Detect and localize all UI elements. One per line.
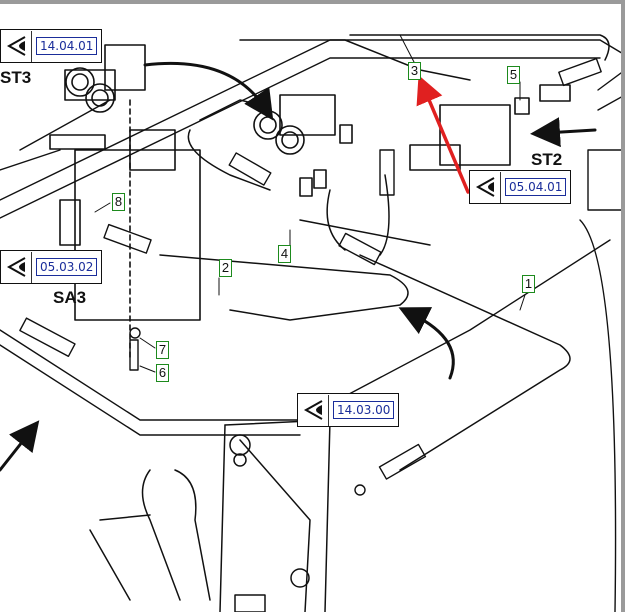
eye-view-icon [470, 171, 501, 203]
item-8[interactable]: 8 [112, 193, 125, 211]
callout-ref-14-04-01: 14.04.01 [36, 37, 98, 55]
label-st2: ST2 [531, 150, 563, 169]
eye-view-icon [298, 394, 329, 426]
item-4[interactable]: 4 [278, 245, 291, 263]
item-5[interactable]: 5 [507, 66, 520, 84]
callout-ref-05-04-01: 05.04.01 [505, 178, 567, 196]
callout-14-03-00[interactable]: 14.03.00 [297, 393, 400, 427]
leader-lines [94, 34, 526, 373]
item-1[interactable]: 1 [522, 275, 535, 293]
right-border [621, 0, 625, 612]
label-st3: ST3 [0, 68, 32, 87]
hose-fittings [19, 57, 602, 496]
item-6[interactable]: 6 [156, 364, 169, 382]
callout-14-04-01[interactable]: 14.04.01 [0, 29, 103, 63]
top-border [0, 0, 625, 4]
item-3[interactable]: 3 [408, 62, 421, 80]
valve-block-center [253, 94, 353, 197]
red-pointer-arrow [416, 75, 470, 194]
item-2[interactable]: 2 [219, 259, 232, 277]
valve-block-st2 [409, 84, 571, 171]
flow-arrows [0, 61, 597, 472]
callout-05-04-01[interactable]: 05.04.01 [469, 170, 572, 204]
callout-05-03-02[interactable]: 05.03.02 [0, 250, 103, 284]
eye-view-icon [1, 30, 32, 62]
valve-block-st3 [64, 44, 146, 113]
label-sa3: SA3 [53, 288, 87, 307]
callout-ref-14-03-00: 14.03.00 [333, 401, 395, 419]
item-7[interactable]: 7 [156, 341, 169, 359]
cab-detail [579, 69, 625, 612]
callout-ref-05-03-02: 05.03.02 [36, 258, 98, 276]
eye-view-icon [1, 251, 32, 283]
lift-arm [89, 419, 331, 612]
tank-sa3 [49, 99, 201, 361]
